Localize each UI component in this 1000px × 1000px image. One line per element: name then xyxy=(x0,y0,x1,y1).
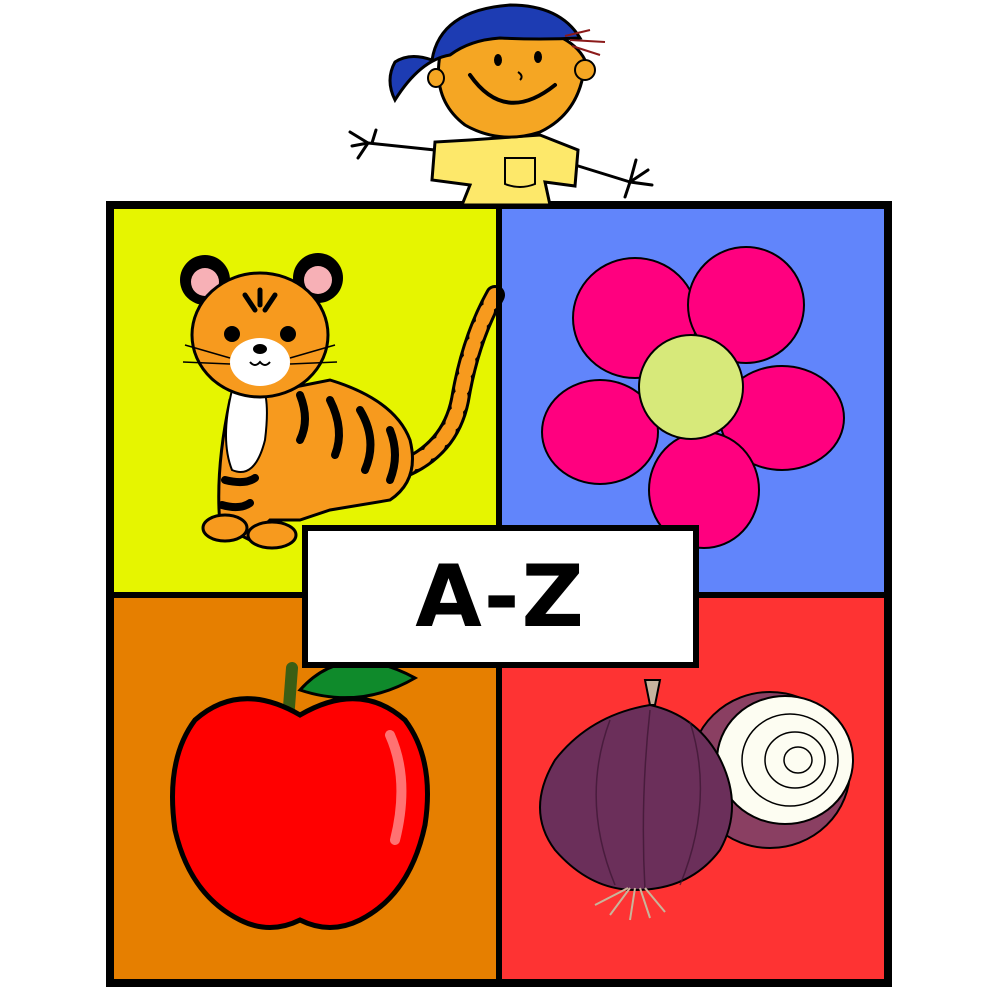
tiger-stripes xyxy=(218,391,399,512)
onion-roots xyxy=(594,887,666,921)
onion-illustration xyxy=(539,679,854,921)
apple-illustration xyxy=(170,660,430,930)
page-title: A-Z xyxy=(415,546,586,647)
boy-eye-right xyxy=(534,51,542,63)
boy-eye-left xyxy=(494,54,502,66)
boy-ear xyxy=(574,59,596,81)
tiger-nose xyxy=(253,344,267,354)
tiger-head xyxy=(190,271,330,399)
tiger-eye-right xyxy=(280,326,296,342)
flower-petal xyxy=(687,246,805,364)
boy-arms xyxy=(348,128,654,199)
tiger-paw-back xyxy=(246,520,298,550)
flower-center xyxy=(638,334,744,440)
boy-illustration xyxy=(348,3,654,207)
boy-smile xyxy=(468,73,557,105)
flower-petal xyxy=(541,379,659,485)
boy-cap xyxy=(388,3,583,104)
apple-body xyxy=(170,696,430,930)
tiger-eye-left xyxy=(224,326,240,342)
tiger-chest xyxy=(225,383,268,473)
tiger-illustration xyxy=(180,253,505,550)
apple-highlight xyxy=(385,730,407,845)
title-box: A-Z xyxy=(302,525,699,668)
flower-illustration xyxy=(541,246,845,549)
tiger-paw-front xyxy=(201,513,249,543)
boy-nose xyxy=(517,71,523,81)
